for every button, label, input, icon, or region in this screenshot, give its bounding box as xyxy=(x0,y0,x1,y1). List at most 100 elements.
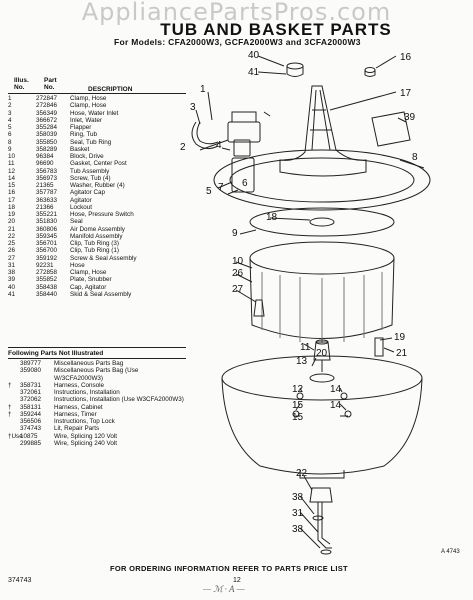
part-description: Screw & Seal Assembly xyxy=(70,254,137,262)
air-dome-drawing xyxy=(374,337,384,357)
part-description: Basket xyxy=(70,145,90,153)
part-number: 359345 xyxy=(36,232,58,240)
part-description: Clamp, Hose xyxy=(70,95,107,102)
callout-label: 38 xyxy=(292,524,304,535)
basket-drawing xyxy=(249,241,395,275)
part-description: Seal, Tub Ring xyxy=(70,138,112,146)
part-number: 272846 xyxy=(36,102,58,110)
signature: — ℳ · A — xyxy=(203,584,245,594)
part-number: 358731 xyxy=(20,381,42,389)
illus-number: 22 xyxy=(8,232,16,240)
callout-label: 26 xyxy=(232,268,244,279)
callout-label: 21 xyxy=(396,348,408,359)
part-number: 356700 xyxy=(36,247,58,255)
part-number: 96690 xyxy=(36,160,54,168)
callout-label: 31 xyxy=(292,508,304,519)
illus-number: 18 xyxy=(8,203,16,211)
part-description: Harness, Timer xyxy=(54,410,97,418)
callout-label: 39 xyxy=(404,112,416,123)
callout-label: 2 xyxy=(180,142,186,153)
part-description: Instructions, Installation (Use W3CFA200… xyxy=(54,396,184,404)
part-row: 372062 Instructions, Installation (Use W3… xyxy=(8,396,188,403)
callout-label: 18 xyxy=(266,212,278,223)
callout-label: 38 xyxy=(292,492,304,503)
part-description: Lockout xyxy=(70,203,93,211)
illus-number: 19 xyxy=(8,211,16,218)
illus-number: 11 xyxy=(8,160,15,168)
part-number: 272847 xyxy=(36,95,58,102)
illus-number: 6 xyxy=(8,131,12,139)
seal-drawing xyxy=(249,207,395,237)
part-number: 358289 xyxy=(36,145,58,153)
ordering-footer: FOR ORDERING INFORMATION REFER TO PARTS … xyxy=(110,564,348,573)
illus-number: 39 xyxy=(8,276,16,284)
part-number: 366672 xyxy=(36,116,58,124)
callout-label: 5 xyxy=(206,186,212,197)
part-description: Screw, Tub (4) xyxy=(70,174,111,182)
illus-number: 20 xyxy=(8,218,16,226)
illus-number: 27 xyxy=(8,254,16,262)
part-number: 372062 xyxy=(20,396,42,404)
illus-number: 40 xyxy=(8,283,16,291)
part-number: 21366 xyxy=(36,203,54,211)
part-description: Skid & Seal Assembly xyxy=(70,290,132,298)
callout-label: 6 xyxy=(242,178,248,189)
part-description: Seal xyxy=(70,218,83,226)
callout-label: 20 xyxy=(316,348,328,359)
callout-label: 15 xyxy=(292,412,304,423)
callout-label: 40 xyxy=(248,50,260,61)
part-description: Clamp, Hose xyxy=(70,269,107,276)
part-row: 18 21366 Lockout xyxy=(8,204,188,211)
callout-label: 3 xyxy=(190,102,196,113)
part-description: Clip, Tub Ring (1) xyxy=(70,247,119,255)
part-description: Agitator xyxy=(70,196,92,204)
tub-ring-drawing xyxy=(213,149,431,211)
part-number: 355852 xyxy=(36,276,58,284)
illus-no-header: Illus. No. xyxy=(14,77,29,91)
part-number: 96384 xyxy=(36,153,54,160)
callout-label: 12 xyxy=(292,384,304,395)
illus-number: 16 xyxy=(8,189,16,197)
part-description: Wire, Splicing 240 Volt xyxy=(54,439,117,447)
skid-drawing xyxy=(364,67,376,73)
callout-label: 4 xyxy=(216,140,222,151)
note-mark: † xyxy=(8,410,12,418)
part-description: Cap, Agitator xyxy=(70,283,107,291)
not-illustrated-header: Following Parts Not Illustrated xyxy=(8,350,104,357)
part-number: 355221 xyxy=(36,211,58,218)
part-number: 359080 xyxy=(20,367,42,375)
part-number: 358438 xyxy=(36,283,58,291)
part-description: Miscellaneous Parts Bag (Use W/3CFA2000W… xyxy=(54,367,139,382)
section-rule-2 xyxy=(8,358,186,359)
illus-number: 21 xyxy=(8,225,16,233)
water-inlet-drawing xyxy=(227,121,261,143)
part-number: 356701 xyxy=(36,240,58,247)
page-title: TUB AND BASKET PARTS xyxy=(160,20,392,39)
part-number: 356973 xyxy=(36,174,58,182)
agitator-cap-drawing xyxy=(286,62,304,70)
callout-label: 11 xyxy=(300,342,311,353)
part-description: Instructions, Top Lock xyxy=(54,418,115,425)
